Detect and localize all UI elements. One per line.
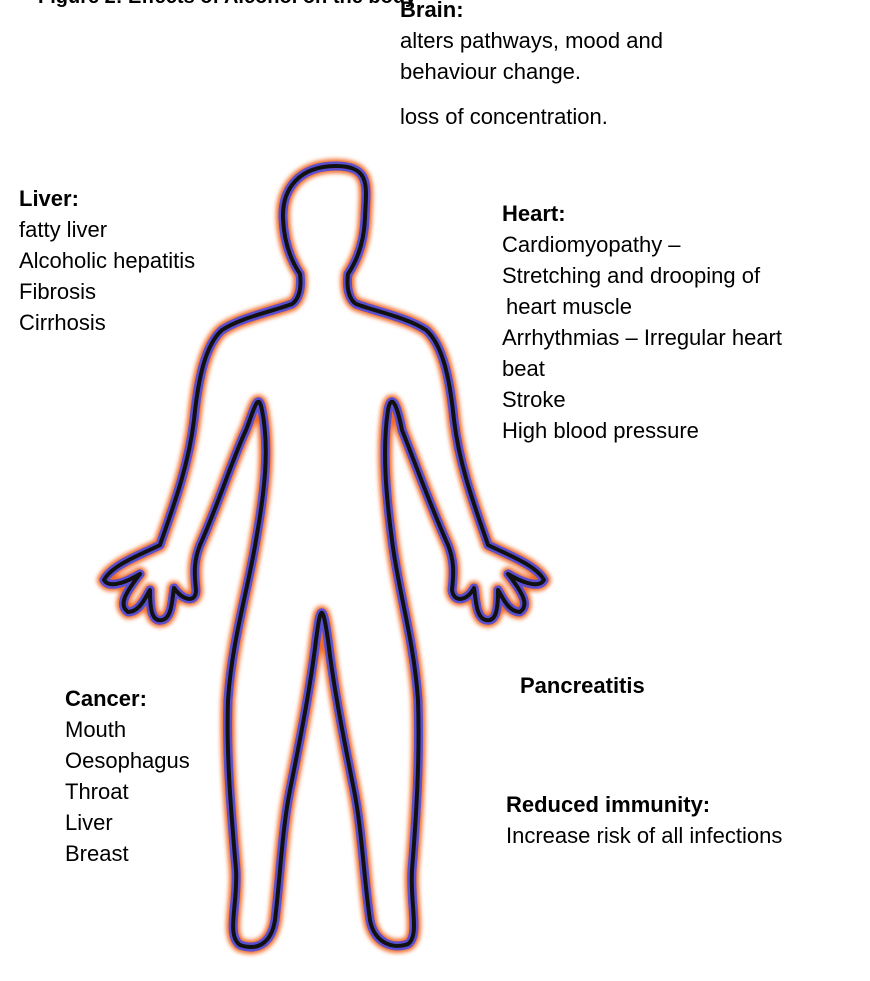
heart-heading: Heart: (502, 198, 782, 229)
pancreatitis-heading: Pancreatitis (520, 670, 645, 701)
liver-line-1: fatty liver (19, 214, 195, 245)
cancer-line-3: Throat (65, 776, 190, 807)
cancer-heading: Cancer: (65, 683, 190, 714)
cancer-line-1: Mouth (65, 714, 190, 745)
cancer-line-4: Liver (65, 807, 190, 838)
immunity-effects: Reduced immunity: Increase risk of all i… (506, 789, 782, 851)
immunity-heading: Reduced immunity: (506, 789, 782, 820)
liver-line-3: Fibrosis (19, 276, 195, 307)
cancer-line-2: Oesophagus (65, 745, 190, 776)
heart-line-2: Stretching and drooping of (502, 260, 782, 291)
liver-line-4: Cirrhosis (19, 307, 195, 338)
liver-heading: Liver: (19, 183, 195, 214)
heart-line-5: beat (502, 353, 782, 384)
cancer-effects: Cancer: Mouth Oesophagus Throat Liver Br… (65, 683, 190, 869)
heart-line-4: Arrhythmias – Irregular heart (502, 322, 782, 353)
heart-effects: Heart: Cardiomyopathy – Stretching and d… (502, 198, 782, 446)
brain-effects: Brain: alters pathways, mood and behavio… (400, 0, 663, 132)
brain-extra-line: loss of concentration. (400, 101, 663, 132)
heart-line-1: Cardiomyopathy – (502, 229, 782, 260)
heart-line-3: heart muscle (502, 291, 782, 322)
liver-effects: Liver: fatty liver Alcoholic hepatitis F… (19, 183, 195, 338)
immunity-line-1: Increase risk of all infections (506, 820, 782, 851)
heart-line-7: High blood pressure (502, 415, 782, 446)
brain-line-2: behaviour change. (400, 56, 663, 87)
cancer-line-5: Breast (65, 838, 190, 869)
liver-line-2: Alcoholic hepatitis (19, 245, 195, 276)
heart-line-6: Stroke (502, 384, 782, 415)
brain-line-1: alters pathways, mood and (400, 25, 663, 56)
pancreatitis-effect: Pancreatitis (520, 670, 645, 701)
brain-heading: Brain: (400, 0, 663, 25)
